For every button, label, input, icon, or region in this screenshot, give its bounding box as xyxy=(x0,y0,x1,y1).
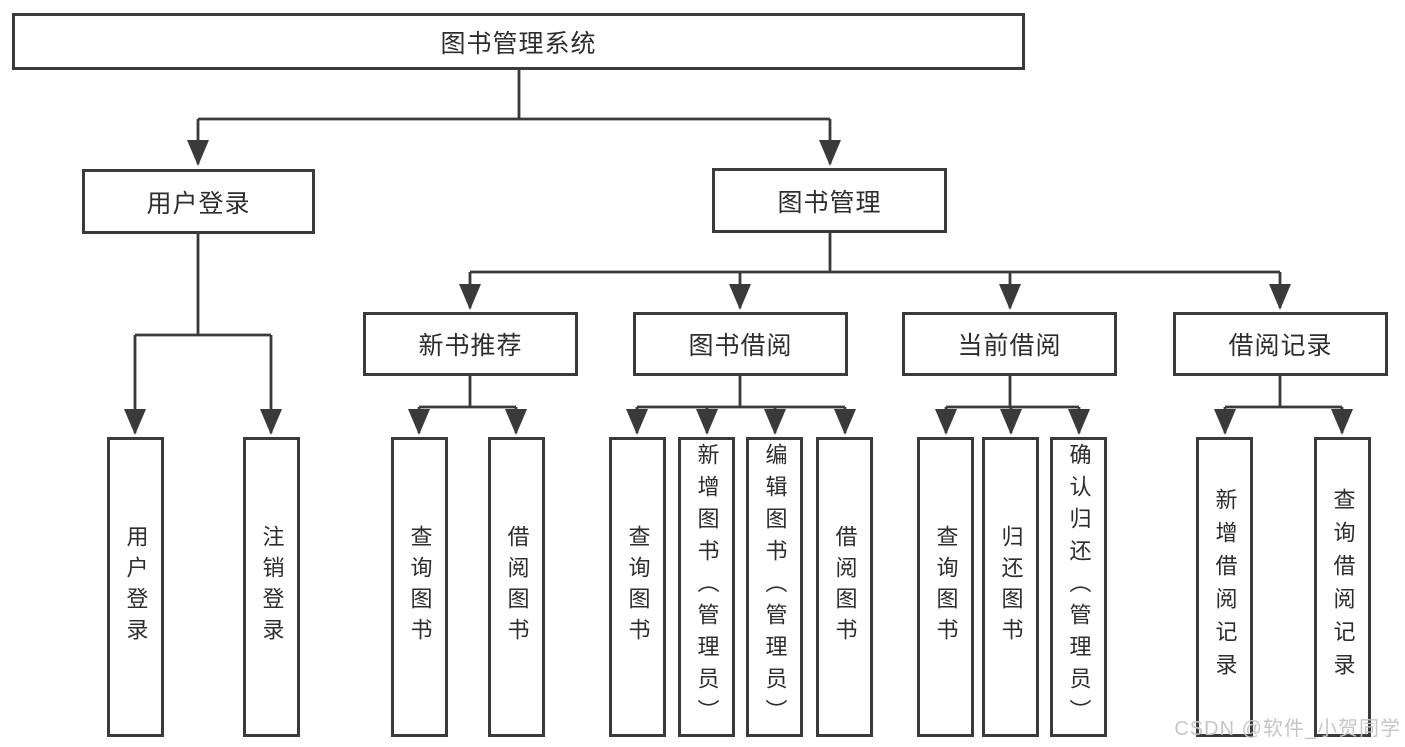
node-borrow-records: 借阅记录 xyxy=(1173,312,1388,376)
leaf-add-borrow-record: 新增借阅记录 xyxy=(1196,437,1253,737)
leaf-borrow-books-borrowing: 借阅图书 xyxy=(816,437,873,737)
leaf-query-borrow-record: 查询借阅记录 xyxy=(1314,437,1371,737)
node-user-login: 用户登录 xyxy=(82,169,315,234)
node-current-borrowing: 当前借阅 xyxy=(902,312,1117,376)
node-root: 图书管理系统 xyxy=(12,13,1025,70)
csdn-watermark: CSDN @软件_小贺同学 xyxy=(1174,718,1401,740)
leaf-query-books-borrowing: 查询图书 xyxy=(609,437,666,737)
node-new-book-recommend: 新书推荐 xyxy=(363,312,578,376)
node-book-management: 图书管理 xyxy=(712,168,947,233)
leaf-query-books-current: 查询图书 xyxy=(917,437,974,737)
leaf-borrow-books-recommend: 借阅图书 xyxy=(488,437,545,737)
leaf-edit-book-admin: 编辑图书（管理员） xyxy=(746,437,803,737)
leaf-query-books-recommend: 查询图书 xyxy=(391,437,448,737)
wire-rails xyxy=(135,70,1342,409)
leaf-logout: 注销登录 xyxy=(243,437,300,737)
leaf-add-book-admin: 新增图书（管理员） xyxy=(678,437,735,737)
leaf-user-login: 用户登录 xyxy=(107,437,164,737)
node-book-borrowing: 图书借阅 xyxy=(633,312,848,376)
leaf-confirm-return-admin: 确认归还（管理员） xyxy=(1050,437,1107,737)
leaf-return-books: 归还图书 xyxy=(982,437,1039,737)
